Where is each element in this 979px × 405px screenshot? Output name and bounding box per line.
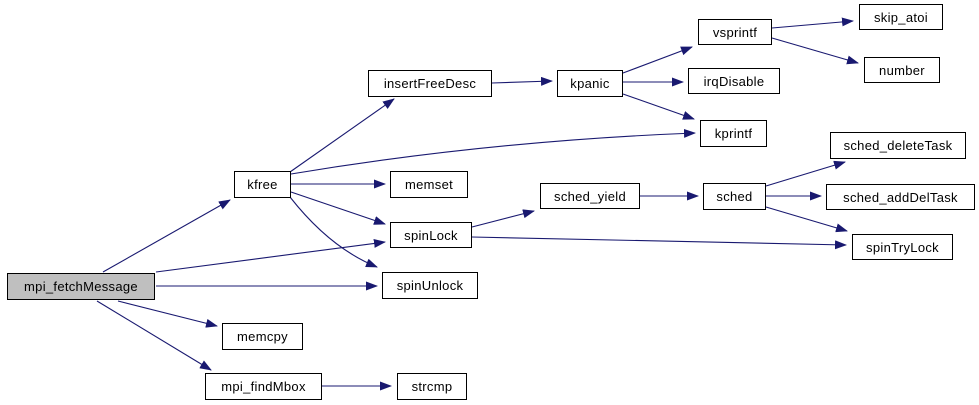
- node-label: spinUnlock: [396, 278, 464, 293]
- node-sched_deleteTask[interactable]: sched_deleteTask: [830, 132, 966, 159]
- node-number[interactable]: number: [864, 57, 940, 83]
- node-label: insertFreeDesc: [383, 76, 477, 91]
- node-mpi_findMbox[interactable]: mpi_findMbox: [205, 373, 322, 400]
- node-vsprintf[interactable]: vsprintf: [698, 19, 772, 45]
- node-sched_addDelTask[interactable]: sched_addDelTask: [826, 184, 975, 210]
- edge-spinLock-to-sched_yield: [471, 209, 535, 228]
- node-label: skip_atoi: [873, 9, 928, 25]
- node-skip_atoi[interactable]: skip_atoi: [859, 4, 943, 30]
- node-kprintf[interactable]: kprintf: [700, 120, 767, 147]
- node-memcpy[interactable]: memcpy: [222, 323, 303, 350]
- edge-mpi_fetchMessage-to-mpi_findMbox: [96, 300, 212, 371]
- edge-kfree-to-spinUnlock: [289, 196, 378, 268]
- node-label: kfree: [247, 177, 278, 192]
- edge-mpi_fetchMessage-to-kfree: [102, 199, 231, 273]
- edge-vsprintf-to-number: [771, 37, 859, 65]
- node-label: sched: [716, 189, 753, 204]
- node-memset[interactable]: memset: [390, 171, 468, 198]
- edge-kfree-to-kprintf: [290, 128, 696, 175]
- edge-mpi_fetchMessage-to-spinLock: [155, 238, 386, 273]
- edge-mpi_fetchMessage-to-memcpy: [117, 300, 218, 328]
- node-sched[interactable]: sched: [703, 183, 766, 210]
- node-mpi_fetchMessage[interactable]: mpi_fetchMessage: [7, 273, 155, 300]
- edge-spinLock-to-spinTryLock: [471, 236, 847, 250]
- node-label: mpi_findMbox: [221, 379, 306, 394]
- edge-sched-to-spinTryLock: [765, 206, 848, 233]
- node-label: sched_deleteTask: [843, 138, 953, 153]
- edge-kfree-to-insertFreeDesc: [289, 98, 395, 173]
- node-strcmp[interactable]: strcmp: [397, 373, 467, 400]
- edge-kpanic-to-kprintf: [622, 93, 695, 120]
- edge-kpanic-to-vsprintf: [622, 46, 693, 74]
- node-label: memcpy: [237, 329, 288, 344]
- node-spinLock[interactable]: spinLock: [390, 222, 472, 248]
- node-insertFreeDesc[interactable]: insertFreeDesc: [368, 70, 492, 97]
- node-kfree[interactable]: kfree: [234, 171, 291, 198]
- node-label: strcmp: [411, 379, 453, 394]
- node-label: mpi_fetchMessage: [24, 279, 138, 294]
- node-spinTryLock[interactable]: spinTryLock: [852, 234, 953, 260]
- node-label: sched_addDelTask: [843, 189, 958, 205]
- node-label: irqDisable: [703, 73, 765, 89]
- node-spinUnlock[interactable]: spinUnlock: [382, 272, 478, 299]
- node-label: kprintf: [714, 126, 753, 141]
- node-label: memset: [404, 177, 454, 192]
- edge-insertFreeDesc-to-kpanic: [491, 76, 553, 86]
- node-irqDisable[interactable]: irqDisable: [688, 68, 780, 94]
- node-label: kpanic: [570, 76, 610, 91]
- node-label: spinLock: [404, 227, 458, 243]
- node-label: number: [879, 62, 925, 78]
- node-label: spinTryLock: [866, 239, 939, 255]
- node-label: vsprintf: [712, 24, 758, 40]
- edge-sched-to-sched_deleteTask: [765, 160, 846, 187]
- node-label: sched_yield: [554, 188, 626, 204]
- node-sched_yield[interactable]: sched_yield: [540, 183, 640, 209]
- node-kpanic[interactable]: kpanic: [557, 70, 623, 97]
- edge-vsprintf-to-skip_atoi: [771, 17, 854, 29]
- edge-kfree-to-spinLock: [290, 191, 386, 225]
